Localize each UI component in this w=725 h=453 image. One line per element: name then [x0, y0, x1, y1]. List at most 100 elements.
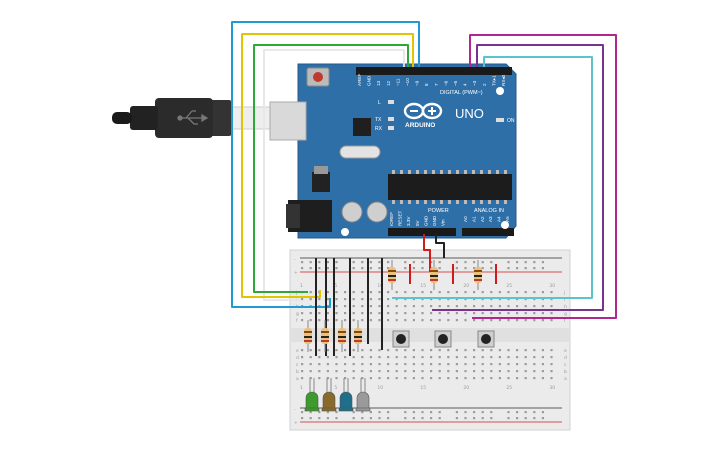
breadboard-hole [404, 291, 407, 294]
breadboard-hole [335, 312, 338, 315]
led[interactable] [304, 378, 320, 412]
breadboard-hole [395, 356, 398, 359]
led[interactable] [338, 378, 354, 412]
breadboard-hole [301, 356, 304, 359]
breadboard-hole [533, 291, 536, 294]
wire-blue[interactable] [231, 21, 420, 308]
breadboard-hole [361, 349, 364, 352]
breadboard-hole [464, 319, 467, 322]
resistor[interactable] [474, 260, 482, 290]
wire-teal[interactable] [392, 56, 593, 299]
push-button[interactable] [434, 330, 452, 348]
breadboard-rail-hole [378, 417, 381, 420]
wire-white[interactable] [263, 49, 405, 301]
breadboard-hole [361, 356, 364, 359]
breadboard-rail-hole [369, 261, 372, 264]
push-buttons [392, 330, 495, 348]
breadboard-hole [455, 349, 458, 352]
row-letter: i [564, 297, 565, 303]
breadboard-hole [361, 363, 364, 366]
breadboard-hole [524, 312, 527, 315]
breadboard-hole [490, 370, 493, 373]
led-on-indicator [496, 118, 504, 122]
push-button[interactable] [392, 330, 410, 348]
breadboard-hole [326, 291, 329, 294]
breadboard-hole [404, 319, 407, 322]
breadboard-hole [335, 370, 338, 373]
usb-port [269, 101, 307, 141]
row-letter: c [564, 363, 567, 368]
wire-black-gnd[interactable] [435, 234, 445, 258]
led[interactable] [355, 378, 371, 412]
breadboard-hole [395, 363, 398, 366]
resistor[interactable] [304, 320, 312, 352]
breadboard-rail-hole [412, 411, 415, 414]
led-tx-indicator [388, 117, 394, 121]
breadboard-hole [404, 363, 407, 366]
breadboard-hole [344, 312, 347, 315]
breadboard-hole [387, 363, 390, 366]
breadboard-hole [464, 370, 467, 373]
breadboard-hole [369, 370, 372, 373]
wire-red-5v[interactable] [423, 234, 431, 272]
breadboard-hole [335, 377, 338, 380]
breadboard-rail-hole [412, 267, 415, 270]
wires [231, 21, 617, 356]
breadboard-hole [447, 312, 450, 315]
reset-button[interactable] [306, 67, 330, 87]
breadboard-hole [301, 319, 304, 322]
resistor[interactable] [388, 260, 396, 290]
breadboard-hole [326, 377, 329, 380]
breadboard-hole [344, 349, 347, 352]
resistor[interactable] [354, 320, 362, 352]
breadboard-rail-hole [430, 411, 433, 414]
breadboard-hole [473, 305, 476, 308]
breadboard-rail-hole [481, 417, 484, 420]
row-letter: d [296, 355, 299, 361]
breadboard-hole [516, 370, 519, 373]
resistor[interactable] [338, 320, 346, 352]
breadboard-hole [481, 377, 484, 380]
breadboard-rail-hole [361, 417, 364, 420]
breadboard-hole [344, 319, 347, 322]
breadboard-hole [404, 349, 407, 352]
column-number: 15 [420, 385, 426, 391]
breadboard-hole [516, 305, 519, 308]
resistor[interactable] [430, 260, 438, 290]
breadboard-hole [447, 291, 450, 294]
digital-pin-label: ~10 [405, 78, 410, 86]
breadboard-rail-hole [455, 417, 458, 420]
breadboard-rail-hole [326, 267, 329, 270]
breadboard-rail-hole [309, 261, 312, 264]
breadboard-hole [404, 305, 407, 308]
wire-violet[interactable] [432, 44, 604, 311]
wire-yellow[interactable] [241, 33, 414, 298]
breadboard-hole [369, 312, 372, 315]
breadboard-hole [326, 349, 329, 352]
breadboard-hole [550, 370, 553, 373]
breadboard-hole [412, 363, 415, 366]
wire-purple[interactable] [469, 34, 617, 319]
analog-pin-label: A2 [480, 216, 485, 222]
breadboard-hole [412, 370, 415, 373]
column-number: 30 [549, 283, 555, 289]
breadboard-hole [541, 377, 544, 380]
breadboard-rail-hole [481, 411, 484, 414]
power-pin-label: 3.3V [406, 216, 411, 226]
arduino-uno-board[interactable]: ARDUINO UNO DIGITAL (PWM~) POWER ANALOG … [269, 63, 517, 239]
wire-green[interactable] [253, 44, 409, 293]
breadboard-rail-hole [516, 417, 519, 420]
breadboard-hole [455, 370, 458, 373]
led-tx-label: TX [375, 117, 382, 123]
breadboard-hole [533, 377, 536, 380]
breadboard-rail-hole [404, 261, 407, 264]
breadboard-rail-hole [464, 261, 467, 264]
led[interactable] [321, 378, 337, 412]
breadboard-hole [352, 312, 355, 315]
push-button[interactable] [477, 330, 495, 348]
breadboard-hole [412, 377, 415, 380]
resistor[interactable] [321, 320, 329, 352]
